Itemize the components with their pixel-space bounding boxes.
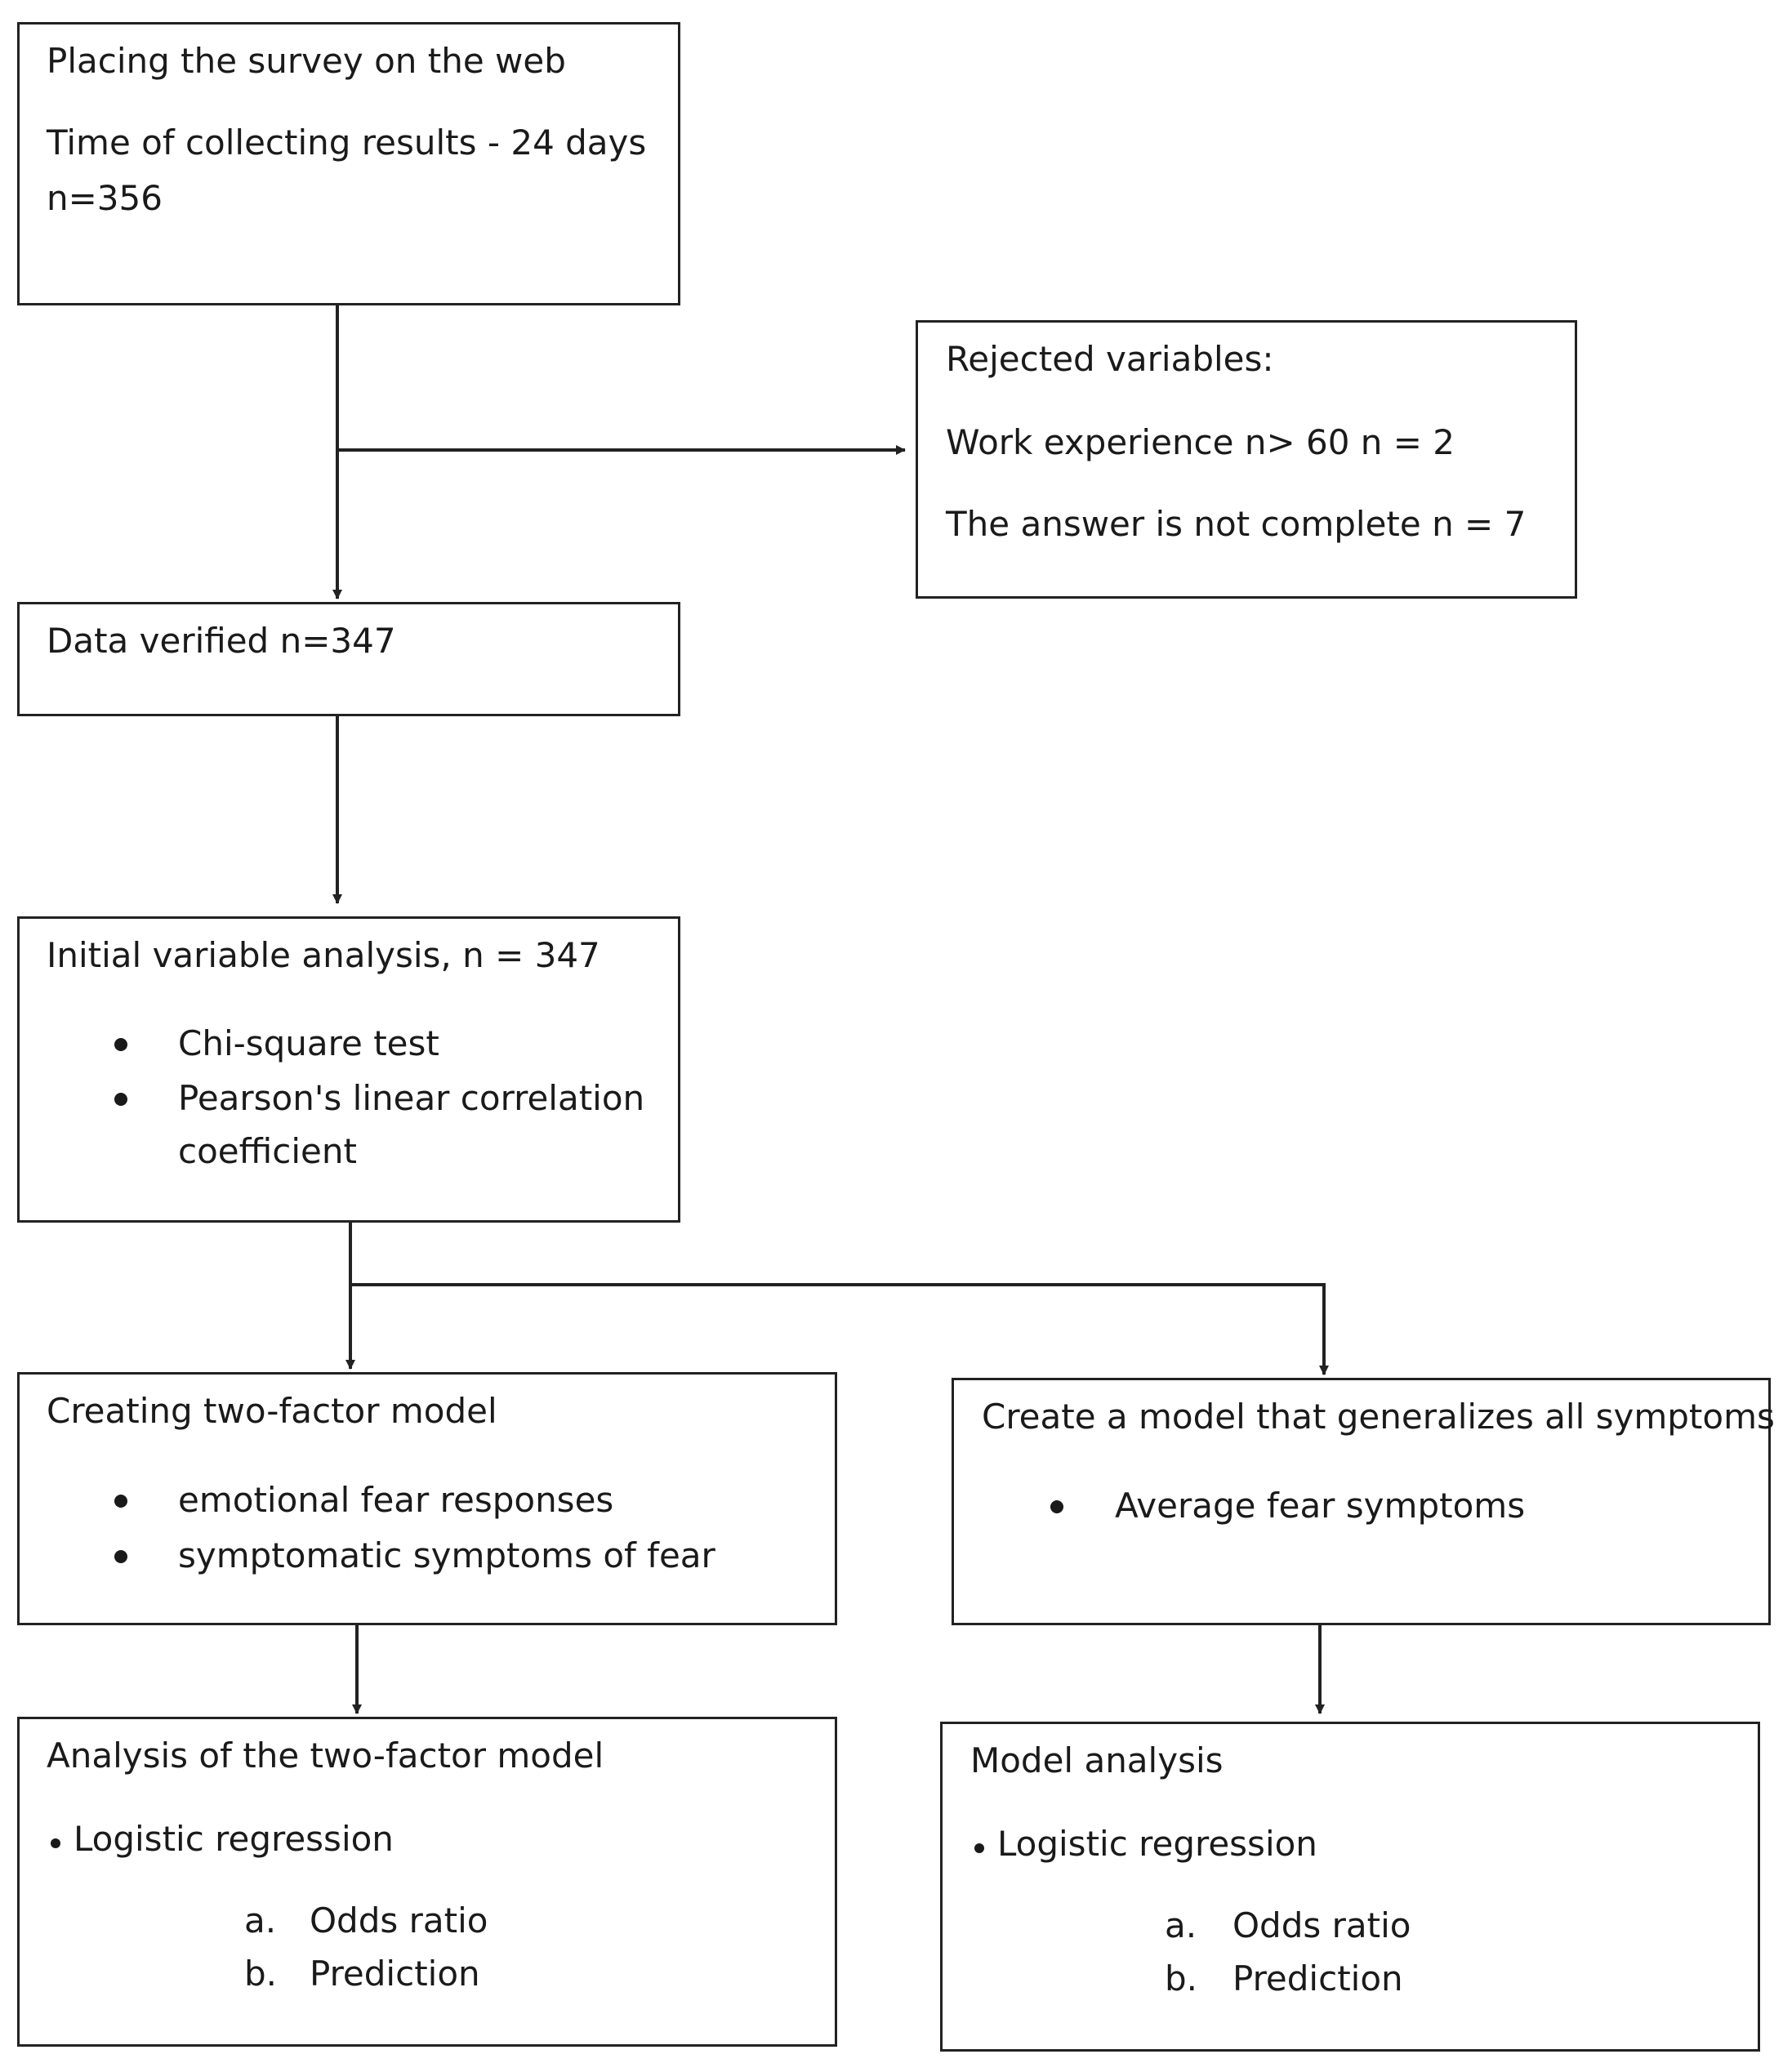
rejected-incomplete: The answer is not complete n = 7 xyxy=(946,504,1527,544)
analysis-two-factor-title: Analysis of the two-factor model xyxy=(47,1736,604,1776)
survey-count: n=356 xyxy=(47,178,163,218)
box-general-model: Create a model that generalizes all symp… xyxy=(952,1378,1775,1625)
model-analysis-prediction: Prediction xyxy=(1232,1958,1403,1998)
bullet-icon xyxy=(1050,1500,1063,1513)
model-analysis-method: Logistic regression xyxy=(997,1824,1317,1864)
initial-bullet-chi-square: Chi-square test xyxy=(178,1023,439,1063)
bullet-icon xyxy=(114,1550,127,1563)
model-analysis-marker-a: a. xyxy=(1165,1905,1197,1945)
bullet-icon xyxy=(114,1495,127,1508)
bullet-icon xyxy=(51,1838,60,1848)
box-model-analysis: Model analysis Logistic regression a. Od… xyxy=(940,1722,1760,2052)
rejected-work-experience: Work experience n> 60 n = 2 xyxy=(946,422,1455,462)
verified-title: Data verified n=347 xyxy=(47,621,396,661)
analysis-two-factor-method: Logistic regression xyxy=(74,1819,394,1859)
model-analysis-title: Model analysis xyxy=(970,1740,1224,1780)
survey-title: Placing the survey on the web xyxy=(47,41,566,81)
analysis-two-factor-odds-ratio: Odds ratio xyxy=(310,1900,488,1941)
initial-bullet-pearson: Pearson's linear correlation xyxy=(178,1078,645,1118)
survey-collection-time: Time of collecting results - 24 days xyxy=(47,123,647,163)
analysis-two-factor-marker-b: b. xyxy=(244,1954,278,1994)
box-survey: Placing the survey on the web Time of co… xyxy=(17,22,680,305)
arrow-initial-to-general xyxy=(350,1283,1329,1375)
general-model-bullet-average: Average fear symptoms xyxy=(1115,1486,1526,1526)
box-rejected: Rejected variables: Work experience n> 6… xyxy=(916,320,1577,599)
analysis-two-factor-prediction: Prediction xyxy=(310,1954,480,1994)
box-initial-analysis: Initial variable analysis, n = 347 Chi-s… xyxy=(17,916,680,1223)
rejected-title: Rejected variables: xyxy=(946,339,1274,379)
two-factor-bullet-emotional: emotional fear responses xyxy=(178,1480,614,1520)
general-model-title: Create a model that generalizes all symp… xyxy=(982,1397,1775,1437)
initial-bullet-pearson-cont: coefficient xyxy=(178,1131,357,1171)
two-factor-title: Creating two-factor model xyxy=(47,1391,497,1431)
bullet-icon xyxy=(974,1843,984,1853)
bullet-icon xyxy=(114,1038,127,1051)
analysis-two-factor-marker-a: a. xyxy=(244,1900,277,1941)
model-analysis-odds-ratio: Odds ratio xyxy=(1232,1905,1411,1945)
box-analysis-two-factor: Analysis of the two-factor model Logisti… xyxy=(17,1717,837,2047)
initial-title: Initial variable analysis, n = 347 xyxy=(47,935,600,975)
two-factor-bullet-symptomatic: symptomatic symptoms of fear xyxy=(178,1535,715,1575)
bullet-icon xyxy=(114,1093,127,1106)
box-verified: Data verified n=347 xyxy=(17,602,680,716)
box-two-factor-model: Creating two-factor model emotional fear… xyxy=(17,1372,837,1625)
model-analysis-marker-b: b. xyxy=(1165,1958,1198,1998)
